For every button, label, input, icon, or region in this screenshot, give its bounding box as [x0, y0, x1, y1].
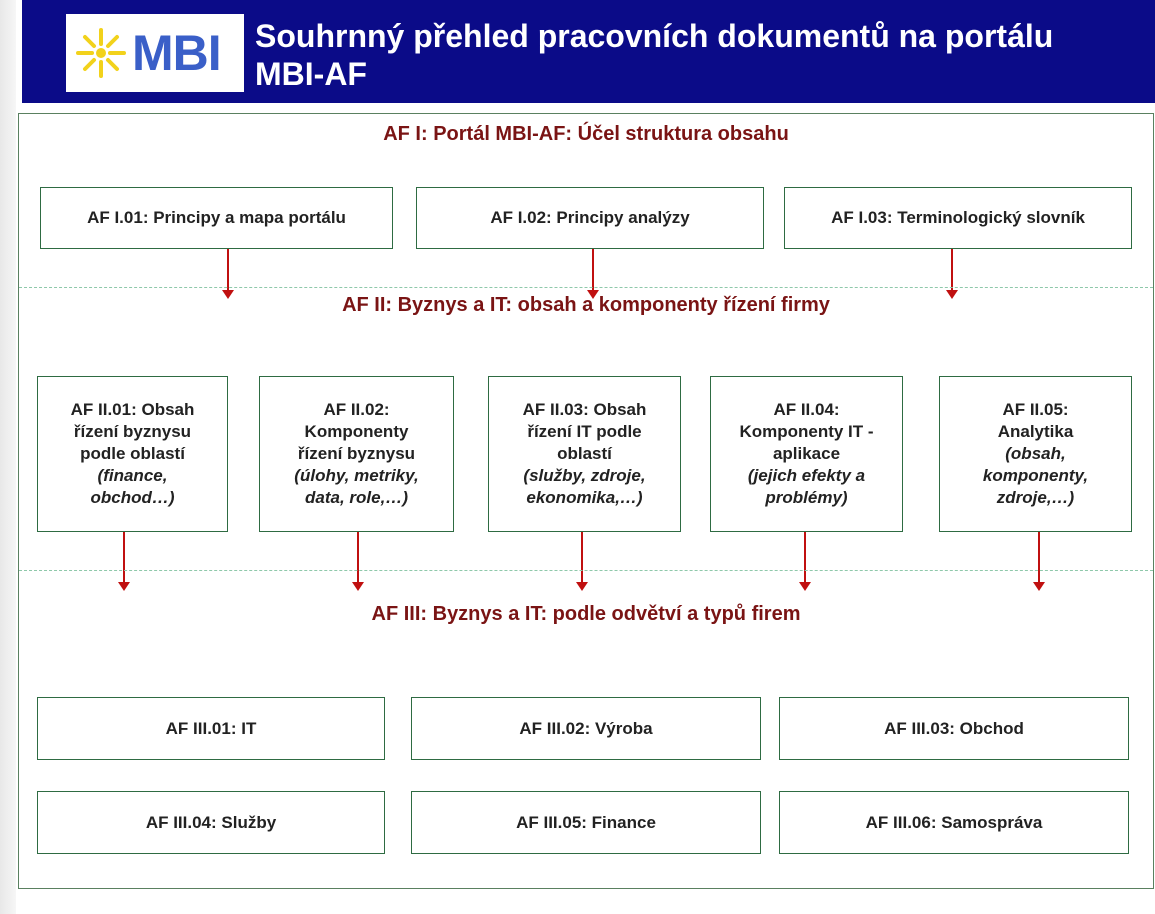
box-note: zdroje,…) — [996, 488, 1075, 507]
box-note: data, role,…) — [305, 488, 408, 507]
box-line: AF II.01: Obsah — [70, 400, 195, 419]
box-line: řízení IT podle — [527, 422, 642, 441]
box-note: (finance, — [97, 466, 168, 485]
box-af-i-03: AF I.03: Terminologický slovník — [784, 187, 1132, 249]
box-note: komponenty, — [982, 466, 1089, 485]
box-af-ii-03: AF II.03: Obsah řízení IT podle oblastí … — [488, 376, 681, 532]
box-label: AF III.05: Finance — [516, 812, 656, 832]
box-line: Komponenty IT - — [739, 422, 874, 441]
box-af-iii-02: AF III.02: Výroba — [411, 697, 761, 760]
box-line: Analytika — [997, 422, 1074, 441]
box-line: podle oblastí — [80, 444, 185, 463]
box-af-ii-01: AF II.01: Obsah řízení byznysu podle obl… — [37, 376, 228, 532]
logo-text: MBI — [132, 25, 222, 81]
box-af-iii-03: AF III.03: Obchod — [779, 697, 1129, 760]
box-line: AF II.02: — [323, 400, 390, 419]
box-af-iii-04: AF III.04: Služby — [37, 791, 385, 854]
box-line: AF II.03: Obsah — [522, 400, 647, 419]
sun-icon — [76, 28, 126, 78]
section-title-af2: AF II: Byznys a IT: obsah a komponenty ř… — [342, 294, 830, 316]
arrow-down — [587, 249, 599, 299]
box-line: aplikace — [772, 444, 841, 463]
box-label: AF I.02: Principy analýzy — [490, 208, 690, 227]
box-label: AF I.03: Terminologický slovník — [831, 208, 1085, 227]
box-af-i-01: AF I.01: Principy a mapa portálu — [40, 187, 393, 249]
slide-left-edge — [0, 0, 16, 914]
box-line: řízení byznysu — [297, 444, 416, 463]
arrow-down — [118, 532, 130, 591]
box-note: (jejich efekty a — [747, 466, 866, 485]
box-label: AF I.01: Principy a mapa portálu — [87, 208, 346, 227]
section-title-af3: AF III: Byznys a IT: podle odvětví a typ… — [371, 603, 801, 625]
box-line: oblastí — [557, 444, 612, 463]
page-title-line1: Souhrnný přehled pracovních dokumentů na… — [255, 18, 1054, 54]
box-af-iii-01: AF III.01: IT — [37, 697, 385, 760]
mbi-logo: MBI — [66, 14, 244, 92]
box-label: AF III.03: Obchod — [884, 718, 1024, 738]
box-label: AF III.01: IT — [165, 718, 257, 738]
box-note: (úlohy, metriky, — [294, 466, 419, 485]
arrow-down — [1033, 532, 1045, 591]
box-af-ii-02: AF II.02: Komponenty řízení byznysu (úlo… — [259, 376, 454, 532]
box-line: řízení byznysu — [73, 422, 192, 441]
box-line: AF II.04: — [773, 400, 840, 419]
box-note: (obsah, — [1005, 444, 1066, 463]
box-line: Komponenty — [304, 422, 409, 441]
section-divider — [19, 287, 1153, 288]
box-note: problémy) — [765, 488, 848, 507]
box-line: AF II.05: — [1002, 400, 1069, 419]
box-label: AF III.04: Služby — [145, 812, 277, 832]
box-af-ii-04: AF II.04: Komponenty IT - aplikace (jeji… — [710, 376, 903, 532]
page-title: Souhrnný přehled pracovních dokumentů na… — [255, 17, 1155, 93]
arrow-down — [799, 532, 811, 591]
section-divider — [19, 570, 1153, 571]
box-label: AF III.06: Samospráva — [865, 812, 1043, 832]
arrow-down — [946, 249, 958, 299]
box-af-i-02: AF I.02: Principy analýzy — [416, 187, 764, 249]
box-note: (služby, zdroje, — [523, 466, 646, 485]
page-title-line2: MBI-AF — [255, 56, 367, 92]
header-bar: MBI Souhrnný přehled pracovních dokument… — [22, 0, 1155, 103]
arrow-down — [222, 249, 234, 299]
box-af-iii-05: AF III.05: Finance — [411, 791, 761, 854]
arrow-down — [352, 532, 364, 591]
diagram-frame: AF I: Portál MBI-AF: Účel struktura obsa… — [18, 113, 1154, 889]
section-title-af1: AF I: Portál MBI-AF: Účel struktura obsa… — [383, 123, 789, 145]
box-af-ii-05: AF II.05: Analytika (obsah, komponenty, … — [939, 376, 1132, 532]
box-note: obchod…) — [90, 488, 175, 507]
box-label: AF III.02: Výroba — [519, 718, 653, 738]
box-af-iii-06: AF III.06: Samospráva — [779, 791, 1129, 854]
arrow-down — [576, 532, 588, 591]
box-note: ekonomika,…) — [526, 488, 643, 507]
